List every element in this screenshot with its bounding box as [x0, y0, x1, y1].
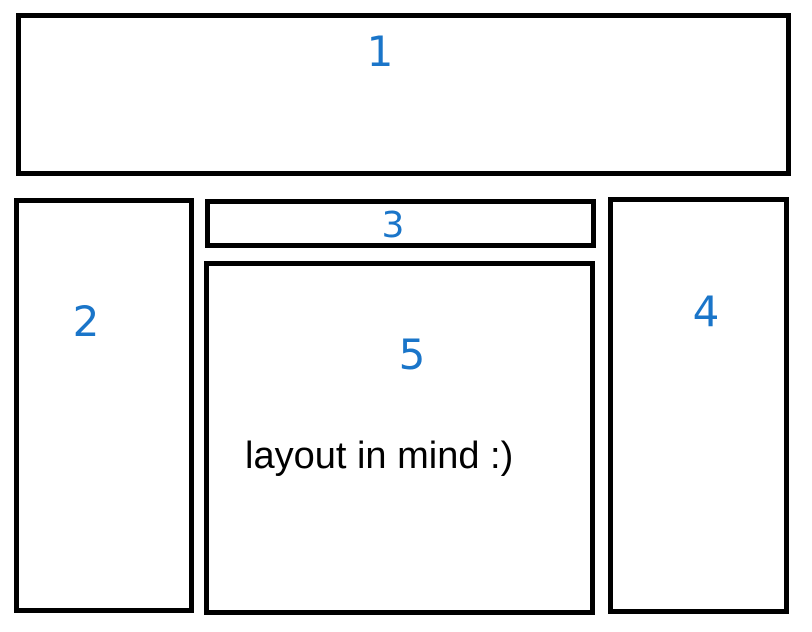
region-3-box	[205, 199, 596, 248]
layout-caption: layout in mind :)	[245, 435, 514, 477]
region-4-box	[608, 197, 789, 614]
region-4-label: 4	[692, 287, 720, 336]
region-2-label: 2	[72, 297, 100, 346]
region-5-label: 5	[398, 330, 426, 379]
region-1-label: 1	[366, 27, 394, 76]
region-2-box	[14, 198, 194, 613]
region-5-box	[204, 261, 595, 615]
region-3-label: 3	[381, 205, 405, 246]
region-1-box	[16, 13, 791, 176]
